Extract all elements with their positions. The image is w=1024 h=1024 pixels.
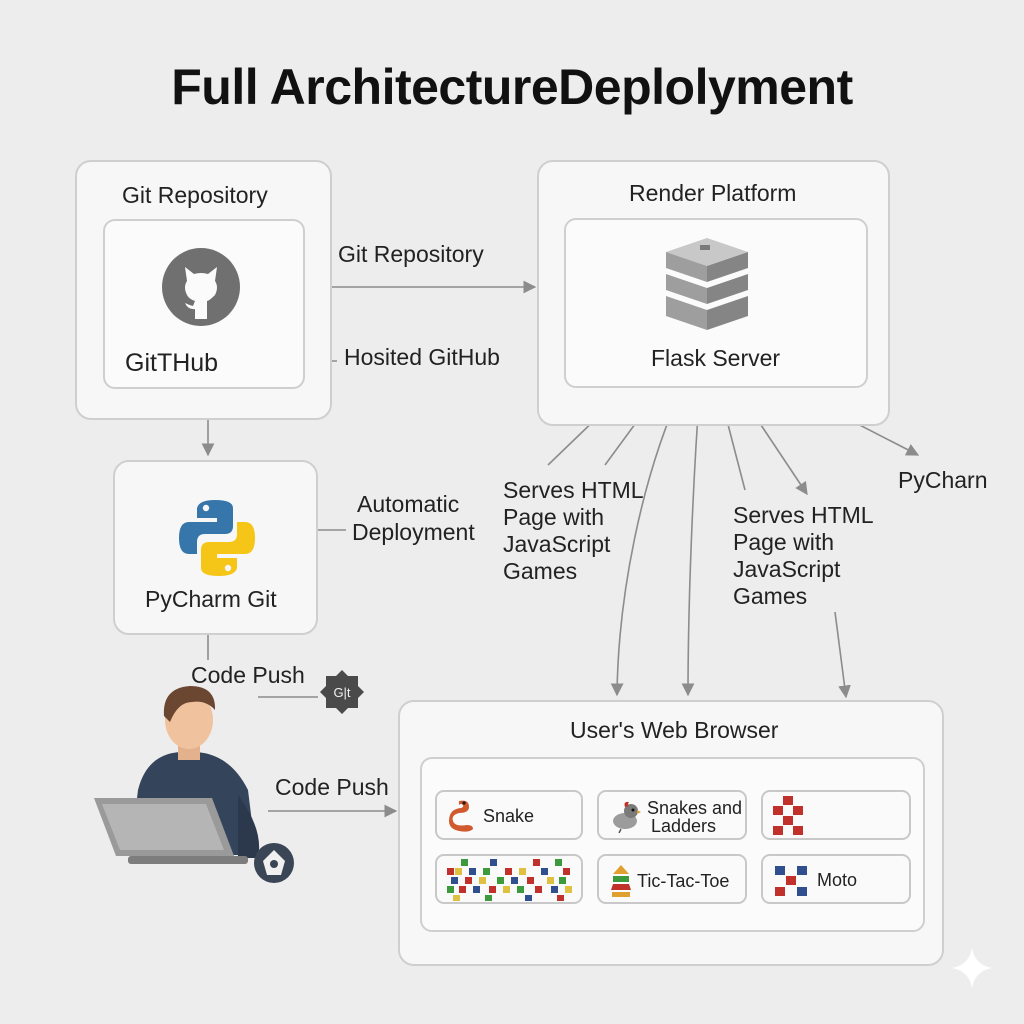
sparkle-icon <box>952 948 992 988</box>
snake-icon <box>449 800 473 832</box>
snake-label: Snake <box>483 806 535 826</box>
page-title: Full ArchitectureDeplolyment <box>171 59 853 115</box>
serves-right-line-2: Page with <box>733 529 835 555</box>
pycharm-git-box: PyCharm Git <box>113 460 318 635</box>
game-tile-snakes-and-ladders[interactable]: Snakes and Ladders <box>597 790 747 840</box>
games-panel: Snake Snakes and Ladders <box>420 757 925 932</box>
serves-right-line-1: Serves HTML <box>733 502 874 528</box>
edge-label-code-push-top: Code Push <box>191 662 305 688</box>
github-label: GitTHub <box>125 349 219 377</box>
serves-left-line-4: Games <box>503 558 578 584</box>
tic-tac-toe-label: Tic-Tac-Toe <box>637 871 730 891</box>
github-panel: GitTHub <box>103 219 305 389</box>
svg-text:G|t: G|t <box>333 685 350 700</box>
github-icon <box>162 248 240 326</box>
edge-label-git-repository: Git Repository <box>338 241 484 267</box>
serves-left-line-3: JavaScript <box>503 531 611 557</box>
developer-illustration <box>94 686 294 883</box>
moto-label: Moto <box>817 870 858 890</box>
arrow-serves-to-browser <box>834 611 851 699</box>
serves-left-line-1: Serves HTML <box>503 477 644 503</box>
game-tile-tic-tac-toe[interactable]: Tic-Tac-Toe <box>597 854 747 904</box>
game-tile-colored-grid[interactable] <box>435 854 583 904</box>
snakes-ladders-label-2: Ladders <box>651 816 717 836</box>
pycharm-git-label: PyCharm Git <box>145 586 277 612</box>
red-blocks-icon <box>773 796 803 835</box>
edge-label-automatic: Automatic <box>357 491 460 517</box>
python-icon <box>179 500 255 576</box>
game-tile-snake[interactable]: Snake <box>435 790 583 840</box>
render-platform-title: Render Platform <box>629 180 797 206</box>
bird-icon <box>613 801 641 833</box>
serves-html-right: Serves HTML Page with JavaScript Games <box>733 502 874 610</box>
edge-label-code-push-bottom: Code Push <box>275 774 389 800</box>
server-icon <box>666 238 748 330</box>
colored-grid-icon <box>447 859 572 901</box>
git-repository-title: Git Repository <box>122 182 268 208</box>
game-tile-red-blocks[interactable] <box>761 790 911 840</box>
render-platform-box: Render Platform Flask Server <box>537 160 890 426</box>
git-repository-box: Git Repository GitTHub <box>75 160 332 420</box>
stacked-cone-icon <box>611 865 631 897</box>
git-badge-icon: G|t <box>320 670 364 714</box>
snakes-ladders-label-1: Snakes and <box>647 798 743 818</box>
serves-html-left: Serves HTML Page with JavaScript Games <box>503 477 644 585</box>
web-browser-box: User's Web Browser Snake Snakes and Ladd… <box>398 700 944 966</box>
red-blue-blocks-icon <box>775 866 807 896</box>
serves-left-line-2: Page with <box>503 504 605 530</box>
arrow-flask-to-browser-2 <box>681 385 701 697</box>
edge-label-hosted-github: Hosited GitHub <box>344 344 500 370</box>
game-tile-moto[interactable]: Moto <box>761 854 911 904</box>
flask-server-panel: Flask Server <box>564 218 868 388</box>
edge-label-deployment: Deployment <box>352 519 475 545</box>
edge-label-pycharm: PyCharn <box>898 467 988 493</box>
flask-server-label: Flask Server <box>651 345 781 371</box>
web-browser-title: User's Web Browser <box>570 717 779 743</box>
serves-right-line-3: JavaScript <box>733 556 841 582</box>
serves-right-line-4: Games <box>733 583 808 609</box>
